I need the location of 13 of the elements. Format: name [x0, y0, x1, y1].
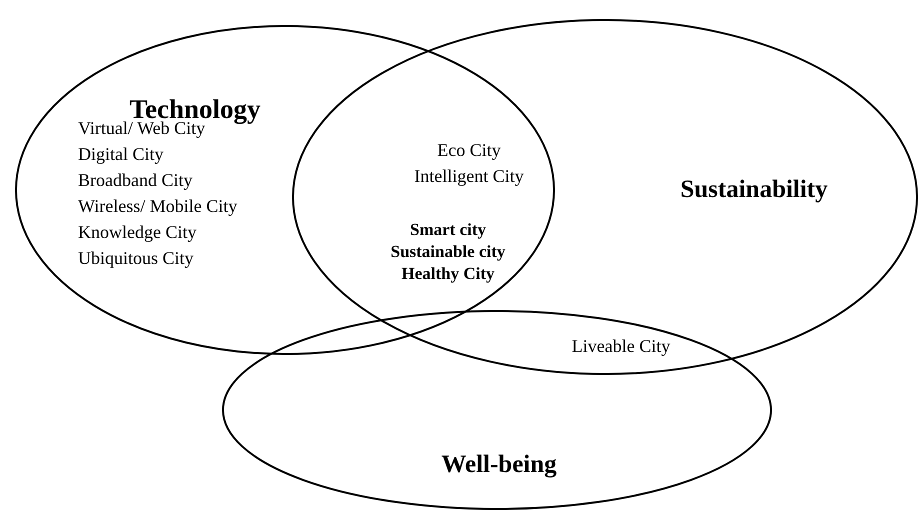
set-item: Ubiquitous City: [78, 248, 194, 269]
overlap-label: Smart city: [410, 220, 486, 240]
overlap-label: Healthy City: [401, 264, 495, 284]
set-heading: Well-being: [441, 451, 557, 480]
set-item: Wireless/ Mobile City: [78, 196, 238, 217]
overlap-label: Eco City: [437, 140, 501, 161]
set-item: Broadband City: [78, 170, 192, 191]
set-item: Knowledge City: [78, 222, 196, 243]
overlap-label: Sustainable city: [390, 242, 506, 262]
set-heading: Sustainability: [680, 176, 828, 205]
overlap-label: Intelligent City: [414, 166, 524, 187]
overlap-label: Liveable City: [572, 336, 670, 357]
set-item: Digital City: [78, 144, 164, 165]
